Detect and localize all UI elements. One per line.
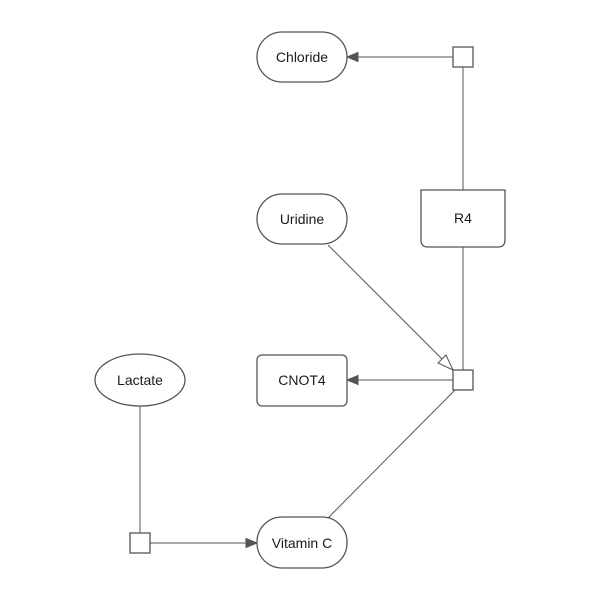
arrowhead-cnot4 xyxy=(345,374,359,386)
process-node-1[interactable] xyxy=(452,46,474,68)
node-chloride[interactable]: Chloride xyxy=(256,31,348,83)
node-cnot4[interactable]: CNOT4 xyxy=(256,354,348,407)
edge-process-2-to-vitamin-c xyxy=(327,389,456,519)
edges xyxy=(139,51,464,549)
edge-uridine-to-process-2 xyxy=(327,244,446,363)
process-node-2[interactable] xyxy=(452,369,474,391)
modulation-arrowhead xyxy=(437,354,455,372)
node-vitamin-c[interactable]: Vitamin C xyxy=(256,516,348,569)
node-lactate[interactable]: Lactate xyxy=(94,353,186,407)
node-lactate-label: Lactate xyxy=(117,372,163,388)
node-r4-label: R4 xyxy=(454,210,472,226)
process-node-3[interactable] xyxy=(129,532,151,554)
node-chloride-label: Chloride xyxy=(276,49,328,65)
node-uridine[interactable]: Uridine xyxy=(256,193,348,245)
node-vitamin-c-label: Vitamin C xyxy=(272,535,332,551)
node-r4[interactable]: R4 xyxy=(420,189,506,248)
arrowhead-vitamin-c xyxy=(245,537,259,549)
arrowhead-chloride xyxy=(345,51,359,63)
node-uridine-label: Uridine xyxy=(280,211,325,227)
node-cnot4-label: CNOT4 xyxy=(278,372,326,388)
